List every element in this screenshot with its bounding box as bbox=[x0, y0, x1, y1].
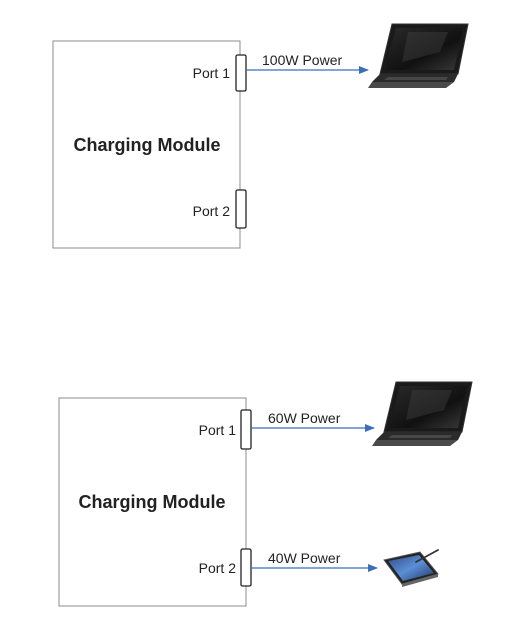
diagram-bottom: Charging Module Port 1 Port 2 60W Power … bbox=[58, 381, 473, 607]
port-2-label: Port 2 bbox=[193, 203, 231, 219]
port-1-connector bbox=[235, 54, 247, 92]
port-2-label: Port 2 bbox=[199, 560, 237, 576]
port-1-label: Port 1 bbox=[193, 65, 231, 81]
charging-module-box bbox=[52, 40, 241, 249]
laptop-icon bbox=[368, 23, 469, 88]
port-2-connector bbox=[240, 548, 252, 587]
laptop-icon bbox=[372, 381, 473, 446]
port-1-connector bbox=[240, 409, 252, 450]
port-1-label: Port 1 bbox=[199, 422, 237, 438]
diagram-top: Charging Module Port 1 Port 2 100W Power bbox=[52, 23, 469, 249]
power-label: 40W Power bbox=[268, 550, 341, 566]
port-2-connector bbox=[235, 189, 247, 229]
charging-module-box bbox=[58, 397, 247, 607]
module-title: Charging Module bbox=[74, 135, 221, 155]
power-label: 60W Power bbox=[268, 410, 341, 426]
module-title: Charging Module bbox=[79, 492, 226, 512]
tablet-icon bbox=[383, 549, 439, 587]
power-label: 100W Power bbox=[262, 52, 342, 68]
